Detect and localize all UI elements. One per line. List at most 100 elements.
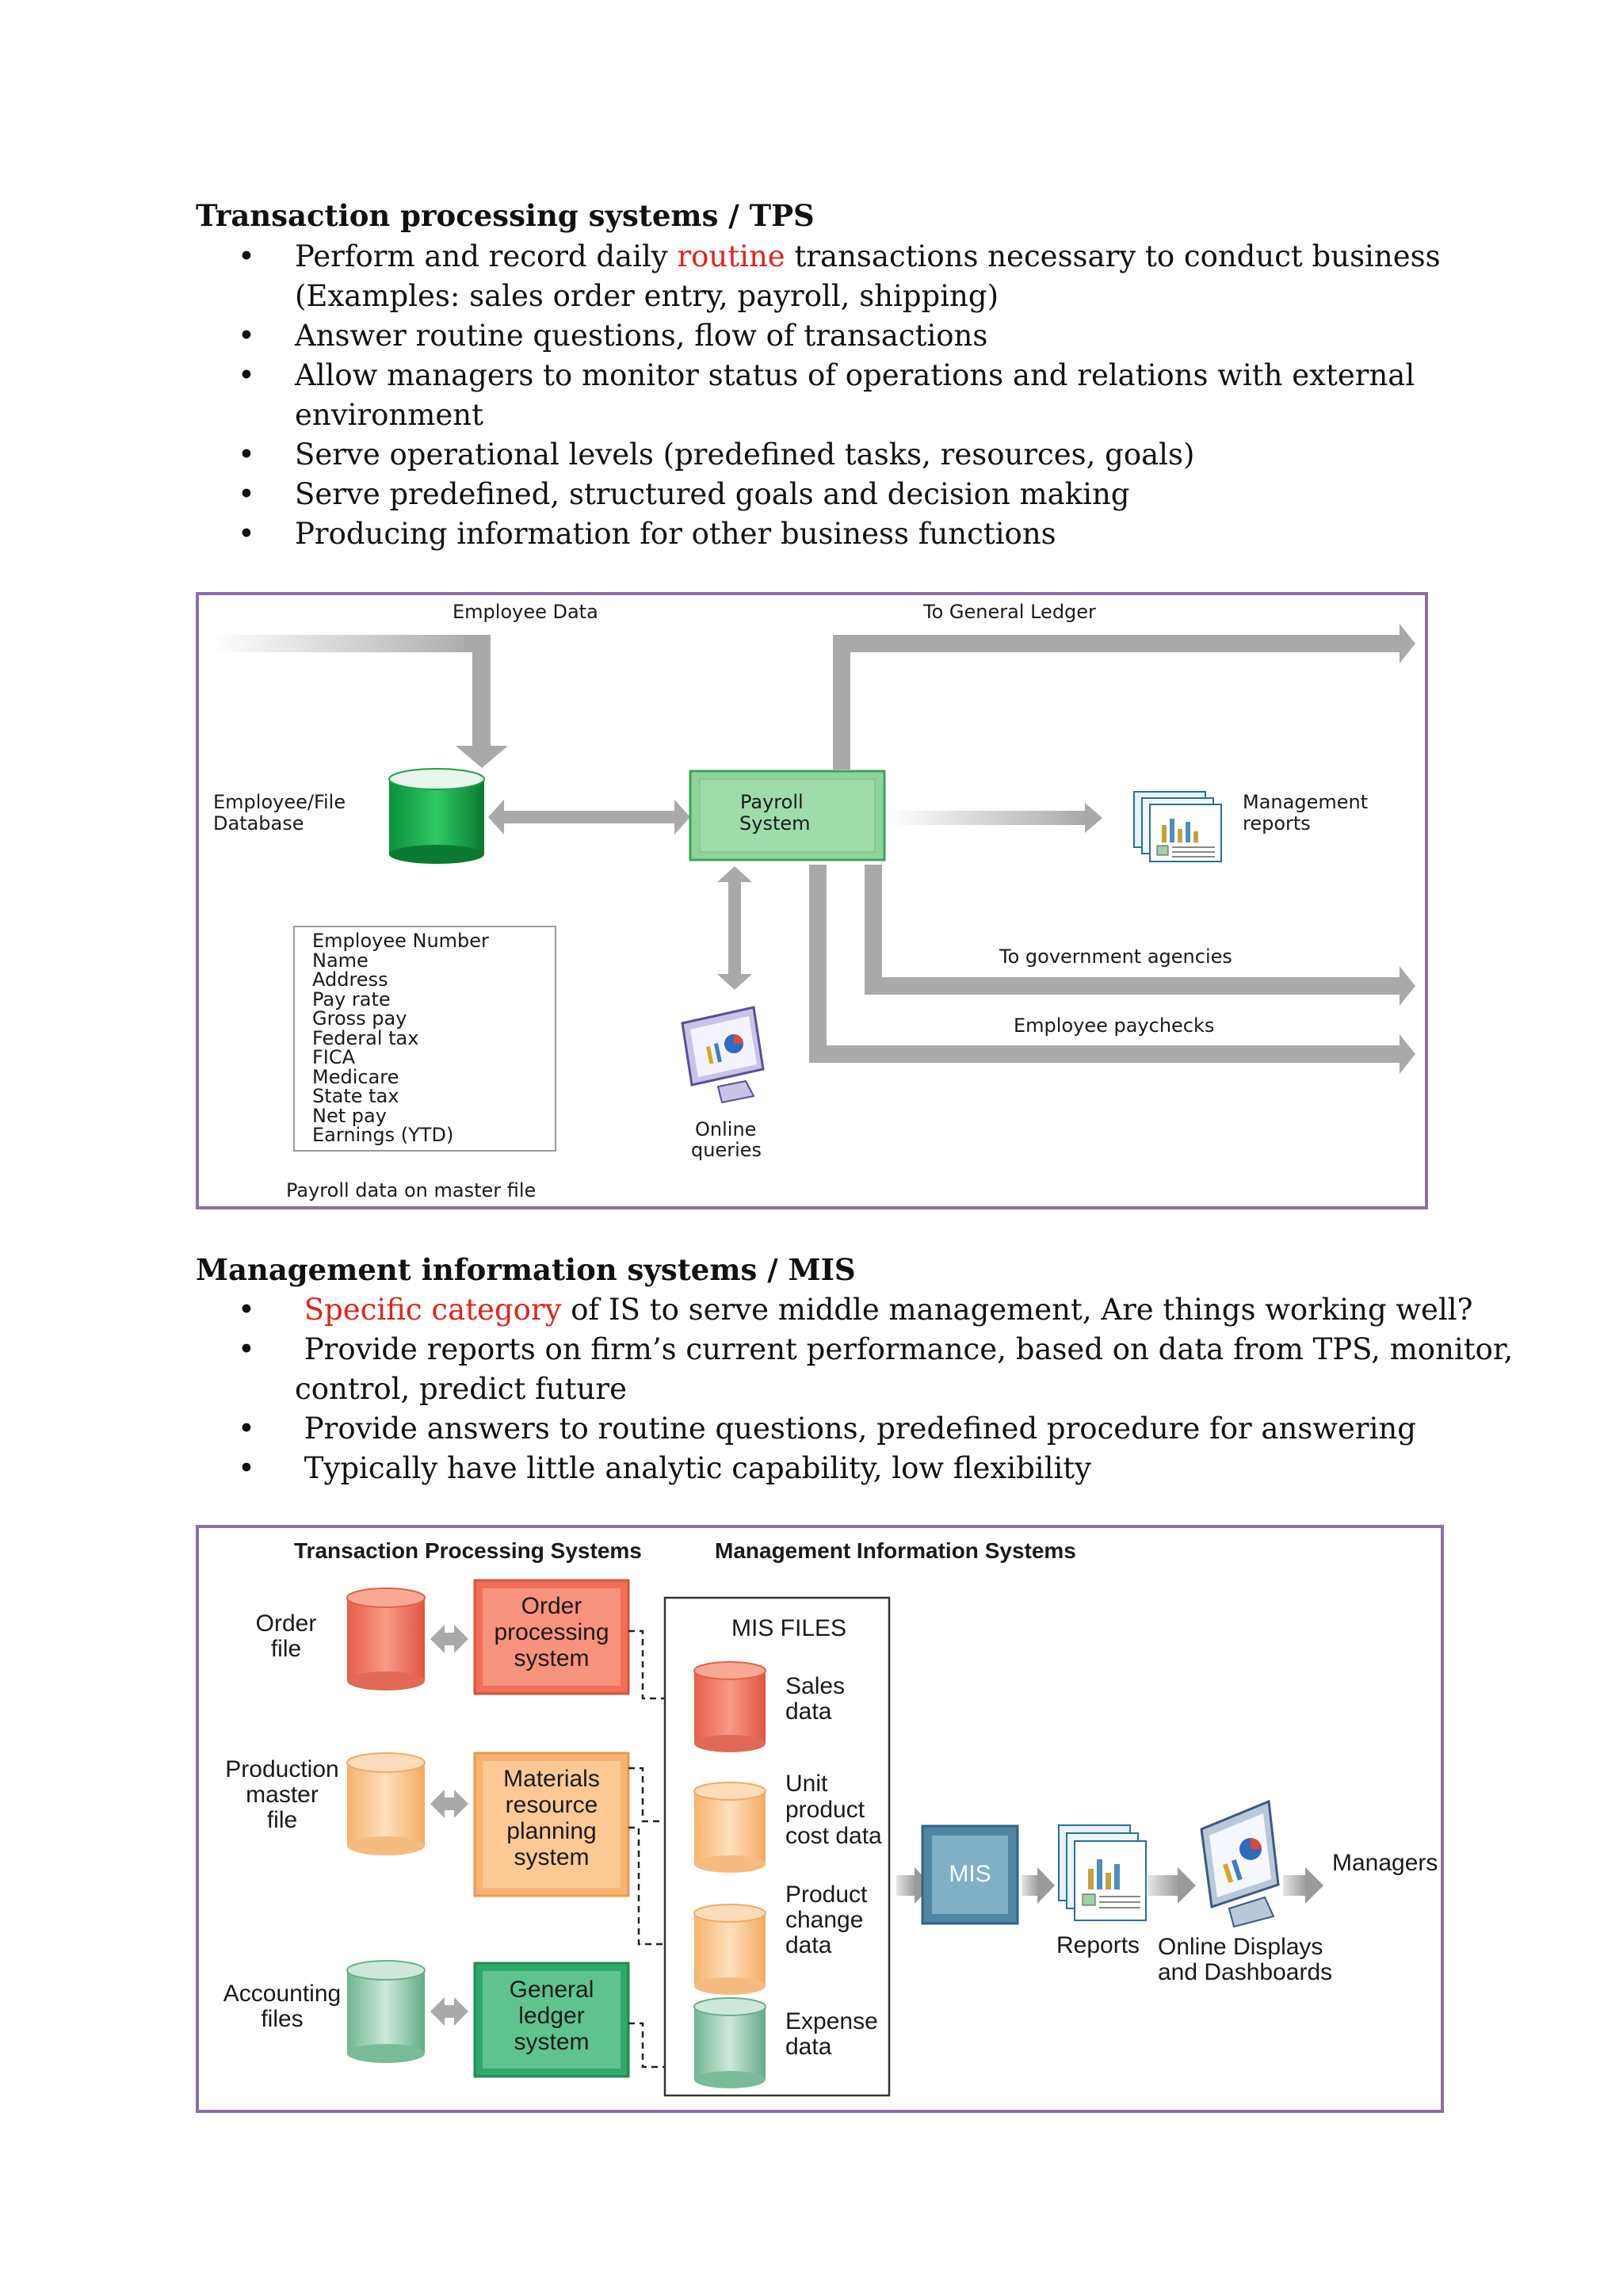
mis-bullet-1: • Specific category of IS to serve middl… [238,1293,1473,1327]
mrp-system-label-2: resource [505,1792,598,1818]
mis-files-title: MIS FILES [731,1615,847,1641]
expense-data-label-1: Expense [785,2008,878,2034]
production-file-label-3: file [266,1807,298,1833]
government-label: To government agencies [999,946,1232,968]
management-reports-label-2: reports [1243,812,1311,835]
field-item: Medicare [312,1065,399,1088]
field-item: Gross pay [312,1007,407,1030]
order-file-cylinder-icon [346,1587,426,1690]
mis-box-label: MIS [949,1861,991,1887]
field-item: Earnings (YTD) [312,1124,454,1146]
field-item: State tax [312,1085,399,1107]
management-reports-label-1: Management [1243,791,1369,813]
order-system-label-2: processing [494,1619,609,1645]
gl-system-label-3: system [514,2029,590,2055]
reports-label: Reports [1056,1932,1140,1958]
mis-bullet-2: • Provide reports on firm’s current perf… [238,1332,1514,1406]
payroll-diagram-graphics [215,624,1415,1152]
sales-data-cylinder-icon [693,1661,766,1752]
mrp-system-label-4: system [514,1844,590,1870]
master-file-fields-box [293,926,556,1152]
tps-bullet-1: •Perform and record daily routine transa… [238,239,1441,313]
mrp-system-label-3: planning [506,1818,597,1844]
database-label-2: Database [213,812,304,835]
mis-heading: Management information systems / MIS [196,1252,856,1287]
government-arrow [865,865,1415,1006]
production-file-cylinder-icon [346,1752,426,1855]
payroll-system-label-2: System [739,812,811,835]
database-cylinder-icon [388,768,485,864]
field-item: Name [312,949,369,972]
database-label-1: Employee/File [213,791,346,813]
field-item: Federal tax [312,1026,419,1049]
paychecks-arrow [809,865,1415,1074]
order-file-label-2: file [270,1636,302,1662]
unit-cost-label-1: Unit [785,1771,828,1797]
accounting-files-label-2: files [261,2006,304,2032]
product-change-label-3: data [785,1932,832,1958]
header-mis: Management Information Systems [715,1538,1076,1563]
field-item: Pay rate [312,988,391,1010]
product-change-label-2: change [785,1907,864,1933]
mis-bullet-list: • Specific category of IS to serve middl… [238,1290,1513,1488]
online-queries-label-1: Online [695,1118,757,1140]
database-link-arrow [488,800,690,835]
accounting-files-cylinder-icon [346,1960,426,2063]
product-change-cylinder-icon [693,1904,766,1995]
tps-heading: Transaction processing systems / TPS [196,198,815,233]
managers-label: Managers [1332,1850,1438,1876]
dashed-connectors [628,1629,674,2069]
employee-data-label: Employee Data [453,601,598,623]
header-tps: Transaction Processing Systems [294,1538,642,1563]
mrp-system-label-1: Materials [503,1766,600,1792]
mis-diagram: Transaction Processing Systems Managemen… [196,1525,1444,2113]
tps-bullet-2: •Answer routine questions, flow of trans… [238,319,988,353]
accounting-files-label-1: Accounting [223,1981,342,2007]
production-file-label-2: master [246,1782,319,1808]
tps-bullet-3: •Allow managers to monitor status of ope… [238,358,1415,432]
mis-bullet-4: • Typically have little analytic capabil… [238,1451,1092,1485]
tps-bullet-list: •Perform and record daily routine transa… [238,237,1441,554]
expense-data-label-2: data [785,2034,832,2060]
gl-system-label-1: General [509,1977,594,2003]
tps-bullet-5: •Serve predefined, structured goals and … [238,477,1130,511]
field-item: Address [312,968,388,991]
employee-data-arrow [215,635,480,652]
report-document-icon [1133,791,1222,862]
monitor-icon [681,1006,765,1104]
unit-cost-cylinder-icon [693,1782,766,1873]
reports-arrow [888,811,1086,825]
order-file-label-1: Order [255,1610,317,1637]
unit-cost-label-2: product [785,1797,865,1823]
payroll-system-label-1: Payroll [740,791,804,813]
online-queries-label-2: queries [691,1139,762,1161]
order-system-label-3: system [514,1645,590,1671]
general-ledger-label: To General Ledger [923,601,1096,623]
general-ledger-arrow [833,624,1415,770]
mis-bullet-3: • Provide answers to routine questions, … [238,1412,1416,1446]
sales-data-label-2: data [785,1698,832,1725]
expense-data-cylinder-icon [693,1997,766,2088]
reports-icon [1058,1824,1147,1921]
sales-data-label-1: Sales [785,1673,846,1699]
order-system-label-1: Order [521,1593,582,1619]
tps-bullet-4: •Serve operational levels (predefined ta… [238,437,1195,472]
production-file-label-1: Production [225,1756,339,1782]
payroll-diagram: Employee Data To General Ledger Employee… [196,592,1428,1209]
gl-system-label-2: ledger [518,2003,585,2029]
field-item: Employee Number [312,930,489,952]
field-item: Net pay [312,1104,387,1127]
mis-diagram-graphics [346,1579,1323,2097]
paychecks-label: Employee paychecks [1014,1014,1215,1037]
dashboard-monitor-icon [1200,1799,1280,1928]
field-item: FICA [312,1046,356,1068]
tps-bullet-6: •Producing information for other busines… [238,517,1056,551]
product-change-label-1: Product [785,1881,868,1908]
unit-cost-label-3: cost data [785,1823,882,1849]
tps-link-arrows [430,1625,468,2026]
online-displays-label-1: Online Displays [1158,1934,1323,1960]
online-displays-label-2: and Dashboards [1158,1959,1333,1985]
master-file-fields: Employee Number Name Address Pay rate Gr… [312,931,489,1145]
queries-arrow [717,866,752,990]
master-file-caption: Payroll data on master file [286,1179,537,1201]
